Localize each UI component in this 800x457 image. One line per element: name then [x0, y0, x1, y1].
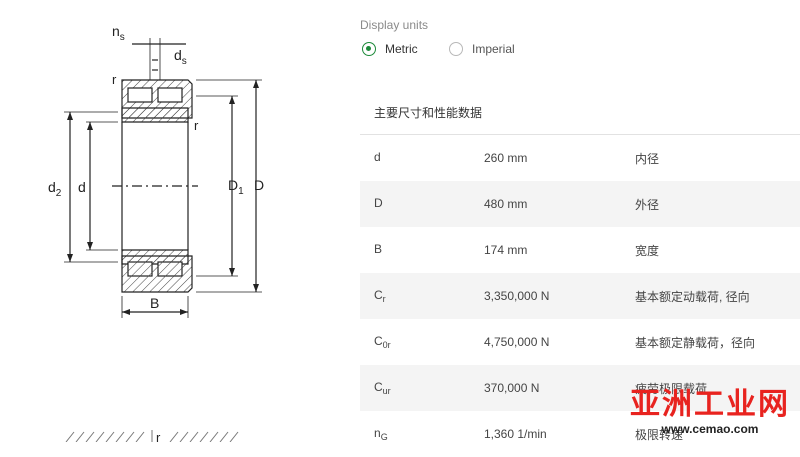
label-ds: ds	[174, 47, 187, 67]
table-row: d 260 mm 内径	[360, 135, 800, 181]
display-units-label: Display units	[360, 18, 429, 32]
row-symbol: C0r	[374, 334, 391, 350]
label-B: B	[150, 295, 159, 311]
label-d2: d2	[48, 179, 62, 199]
metric-radio-label: Metric	[385, 42, 418, 56]
specs-divider	[360, 134, 800, 135]
imperial-radio-label: Imperial	[472, 42, 515, 56]
imperial-radio[interactable]: Imperial	[449, 42, 515, 56]
row-description: 极限转速	[635, 427, 684, 442]
label-D: D	[254, 177, 264, 193]
row-description: 内径	[635, 151, 660, 166]
row-value: 370,000 N	[484, 381, 540, 395]
row-value: 4,750,000 N	[484, 335, 550, 349]
table-row: Cr 3,350,000 N 基本额定动载荷, 径向	[360, 273, 800, 319]
row-description: 基本额定静载荷，径向	[635, 335, 756, 350]
row-description: 基本额定动载荷, 径向	[635, 289, 750, 304]
row-description: 宽度	[635, 243, 660, 258]
row-symbol: D	[374, 196, 383, 210]
label-d: d	[78, 179, 86, 195]
metric-radio[interactable]: Metric	[362, 42, 418, 56]
radio-selected-icon	[362, 42, 376, 56]
row-symbol: B	[374, 242, 383, 256]
table-row: nG 1,360 1/min 极限转速	[360, 411, 800, 457]
row-value: 260 mm	[484, 151, 528, 165]
label-r-top: r	[112, 72, 117, 87]
row-value: 3,350,000 N	[484, 289, 550, 303]
label-D1: D1	[228, 177, 244, 197]
label-r-bottom: r	[156, 430, 161, 442]
row-description: 疲劳极限载荷	[635, 381, 708, 396]
row-value: 1,360 1/min	[484, 427, 547, 441]
specs-table: d 260 mm 内径 D 480 mm 外径 B 174 mm 宽度 Cr 3…	[360, 135, 800, 457]
row-symbol: d	[374, 150, 381, 164]
row-description: 外径	[635, 197, 660, 212]
row-value: 174 mm	[484, 243, 528, 257]
table-row: B 174 mm 宽度	[360, 227, 800, 273]
bearing-dimension-drawing: ns ds r r d2 d D1 D B r	[48, 23, 264, 442]
row-symbol: Cr	[374, 288, 386, 304]
radio-unselected-icon	[449, 42, 463, 56]
table-row: C0r 4,750,000 N 基本额定静载荷，径向	[360, 319, 800, 365]
label-ns: ns	[112, 23, 125, 43]
row-value: 480 mm	[484, 197, 528, 211]
row-symbol: Cur	[374, 380, 391, 396]
row-symbol: nG	[374, 426, 388, 442]
table-row: Cur 370,000 N 疲劳极限载荷	[360, 365, 800, 411]
specs-section-title: 主要尺寸和性能数据	[374, 106, 483, 120]
table-row: D 480 mm 外径	[360, 181, 800, 227]
label-r-right: r	[194, 118, 199, 133]
